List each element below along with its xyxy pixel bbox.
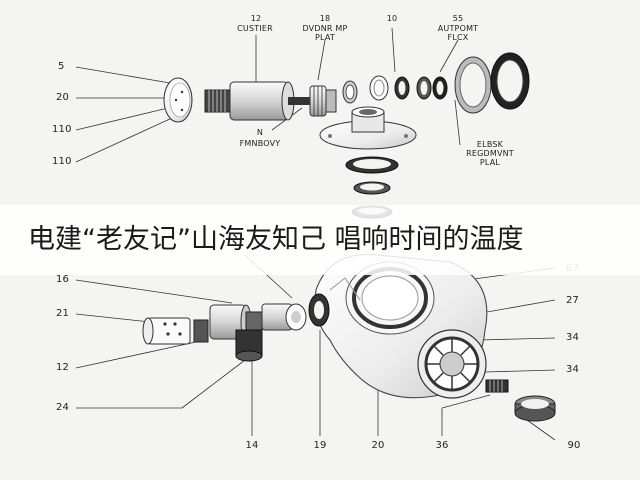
- label-20: 20: [56, 92, 70, 103]
- label-110-b: 110: [52, 156, 72, 167]
- label-autpomt: AUTPOMT FLCX: [437, 24, 479, 42]
- gear-nut: [309, 85, 337, 117]
- label-34-a: 34: [566, 332, 580, 343]
- label-fmnbovy: FMNBOVY: [239, 139, 281, 148]
- label-12-low: 12: [56, 362, 70, 373]
- label-27: 27: [566, 295, 580, 306]
- label-90: 90: [567, 440, 581, 451]
- leader-lines-bottom: [75, 254, 556, 441]
- label-18: 18: [319, 14, 331, 23]
- label-5: 5: [58, 61, 65, 72]
- large-rings-top: [454, 52, 530, 114]
- label-21: 21: [56, 308, 70, 319]
- label-110-a: 110: [52, 124, 72, 135]
- label-16: 16: [56, 274, 70, 285]
- label-elbsk: ELBSK REGDMVNT PLAL: [466, 140, 514, 167]
- valve-wheel: [417, 329, 487, 399]
- nozzle-sleeve: [142, 317, 191, 345]
- label-55: 55: [452, 14, 464, 23]
- label-dvdnr: DVDNR MP PLAT: [302, 24, 348, 42]
- cylinder-assembly-top: [204, 81, 310, 121]
- leader-lines-top: [75, 27, 461, 163]
- label-n: N: [256, 128, 264, 137]
- small-bolt: [485, 379, 509, 393]
- label-24: 24: [56, 402, 70, 413]
- small-rings-top: [342, 75, 448, 104]
- label-custier: CUSTIER: [237, 24, 273, 33]
- label-12-top: 12: [250, 14, 262, 23]
- label-34-b: 34: [566, 364, 580, 375]
- label-20-low: 20: [371, 440, 385, 451]
- bottom-ring: [514, 395, 556, 422]
- flange-stack: [319, 106, 417, 219]
- pipe-seal-ring: [308, 293, 330, 327]
- end-cap-disc: [163, 77, 193, 123]
- elbow-connector: [235, 329, 263, 362]
- label-19: 19: [313, 440, 327, 451]
- inlet-pipe: [261, 303, 307, 331]
- caption-banner: [0, 205, 640, 275]
- caption-text: 电建“老友记”山海友知己 唱响时间的温度: [28, 224, 524, 255]
- label-36: 36: [435, 440, 449, 451]
- label-14: 14: [245, 440, 259, 451]
- label-10: 10: [386, 14, 398, 23]
